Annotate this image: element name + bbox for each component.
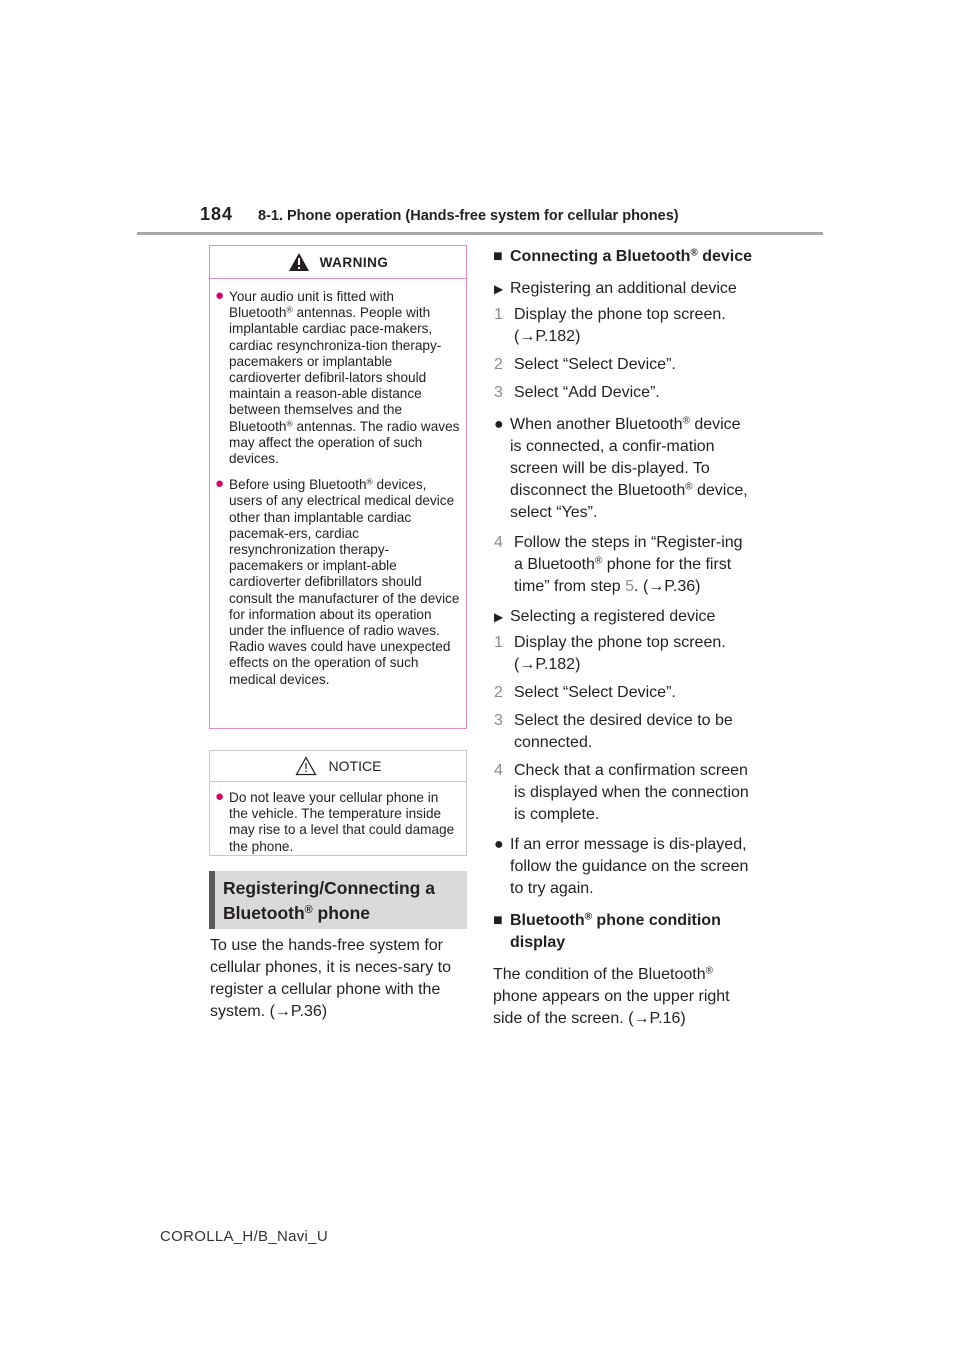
heading-text: Bluetooth (510, 912, 585, 929)
warning-text: antennas. The radio waves may affect the… (229, 418, 460, 467)
bullet-dot: ● (494, 416, 504, 433)
notice-item: ● Do not leave your cellular phone in th… (210, 788, 466, 855)
step-item: 1 Display the phone top screen. (→P.182) (493, 304, 753, 348)
warning-item: ● Your audio unit is fitted with Bluetoo… (210, 287, 466, 467)
step-number: 1 (494, 306, 503, 323)
warning-label: WARNING (319, 254, 389, 270)
step-item: 2 Select “Select Device”. (493, 354, 753, 376)
notice-header: NOTICE (210, 751, 466, 782)
procedure-heading: ▶ Selecting a registered device (493, 606, 753, 628)
right-column: ■ Connecting a Bluetooth® device ▶ Regis… (493, 246, 753, 1030)
step-item: 4 Check that a confirmation screen is di… (493, 760, 753, 826)
triangle-bullet-icon: ▶ (494, 610, 504, 624)
step-number: 1 (494, 634, 503, 651)
subsection-heading-condition: ■ Bluetooth® phone condition display (493, 910, 753, 954)
step-reference: 5 (625, 578, 635, 595)
note-text: device is connected, a confir-mation scr… (510, 416, 741, 499)
step-item: 2 Select “Select Device”. (493, 682, 753, 704)
warning-item: ● Before using Bluetooth® devices, users… (210, 475, 466, 688)
step-text: Display the phone top screen. (→P.182) (514, 634, 726, 673)
step-number: 2 (494, 356, 503, 373)
caution-triangle-icon (295, 756, 317, 776)
step-text: phone for the first time” from step (514, 556, 732, 595)
step-item: 3 Select “Add Device”. (493, 382, 753, 404)
step-number: 3 (494, 384, 503, 401)
registered-mark: ® (594, 555, 603, 567)
footer-model-code: COROLLA_H/B_Navi_U (160, 1228, 328, 1245)
triangle-bullet-icon: ▶ (494, 282, 504, 296)
step-number: 2 (494, 684, 503, 701)
warning-header: WARNING (210, 246, 466, 279)
procedure-heading: ▶ Registering an additional device (493, 278, 753, 300)
bullet-dot: ● (215, 475, 225, 493)
warning-text: antennas. People with implantable cardia… (229, 305, 442, 434)
registered-mark: ® (584, 911, 592, 923)
paragraph-text: phone appears on the upper right side of… (493, 988, 730, 1027)
registered-mark: ® (690, 247, 698, 259)
note-text: If an error message is dis-played, follo… (510, 836, 749, 897)
warning-text: devices, users of any electrical medical… (229, 477, 460, 687)
warning-box: WARNING ● Your audio unit is fitted with… (209, 245, 467, 729)
bullet-dot: ● (494, 836, 504, 853)
note-bullet: ● When another Bluetooth® device is conn… (493, 414, 753, 524)
step-text: Select “Select Device”. (514, 356, 676, 373)
step-item: 1 Display the phone top screen. (→P.182) (493, 632, 753, 676)
step-text: Select the desired device to be connecte… (514, 712, 733, 751)
bullet-dot: ● (215, 788, 225, 805)
step-number: 4 (494, 762, 503, 779)
warning-text: Before using Bluetooth (229, 477, 367, 493)
heading-text: Connecting a Bluetooth (510, 248, 691, 265)
section-heading-text: phone (312, 903, 371, 923)
registered-mark: ® (286, 418, 293, 428)
registered-mark: ® (366, 476, 373, 487)
step-text: Display the phone top screen. (→P.182) (514, 306, 726, 345)
notice-box: NOTICE ● Do not leave your cellular phon… (209, 750, 467, 856)
registered-mark: ® (682, 415, 690, 427)
warning-text: Your audio unit is fitted with Bluetooth (229, 289, 394, 321)
heading-text: phone condition display (510, 912, 721, 951)
subsection-heading-connecting: ■ Connecting a Bluetooth® device (493, 246, 753, 268)
square-bullet-icon: ■ (493, 912, 503, 929)
intro-paragraph: To use the hands-free system for cellula… (210, 937, 451, 1020)
step-text: Follow the steps in “Register-ing a Blue… (514, 534, 743, 573)
note-text: device, select “Yes”. (510, 482, 748, 521)
square-bullet-icon: ■ (493, 248, 503, 265)
step-text: Check that a confirmation screen is disp… (514, 762, 749, 823)
step-text: . (→P.36) (634, 578, 701, 595)
bullet-dot: ● (215, 287, 225, 304)
registered-mark: ® (304, 904, 313, 917)
condition-paragraph: The condition of the Bluetooth® phone ap… (493, 964, 753, 1030)
notice-label: NOTICE (328, 758, 382, 774)
section-heading: Registering/Connecting a Bluetooth® phon… (209, 871, 467, 929)
section-heading-text: Registering/Connecting a Bluetooth (223, 878, 435, 923)
step-text: Select “Add Device”. (514, 384, 660, 401)
header-divider (137, 232, 823, 235)
heading-text: device (697, 248, 753, 265)
registered-mark: ® (685, 481, 693, 493)
note-text: When another Bluetooth (510, 416, 683, 433)
step-text: Select “Select Device”. (514, 684, 676, 701)
note-bullet: ● If an error message is dis-played, fol… (493, 834, 753, 900)
notice-text: Do not leave your cellular phone in the … (229, 790, 455, 854)
procedure-heading-text: Selecting a registered device (510, 608, 716, 625)
warning-triangle-icon (288, 253, 309, 271)
step-number: 4 (494, 534, 503, 551)
step-item: 4 Follow the steps in “Register-ing a Bl… (493, 532, 753, 598)
registered-mark: ® (705, 965, 713, 977)
step-item: 3 Select the desired device to be connec… (493, 710, 753, 754)
procedure-heading-text: Registering an additional device (510, 280, 737, 297)
paragraph-text: The condition of the Bluetooth (493, 966, 706, 983)
registered-mark: ® (286, 304, 293, 315)
page-number: 184 (200, 204, 234, 224)
chapter-title: 8-1. Phone operation (Hands-free system … (258, 208, 679, 224)
step-number: 3 (494, 712, 503, 729)
